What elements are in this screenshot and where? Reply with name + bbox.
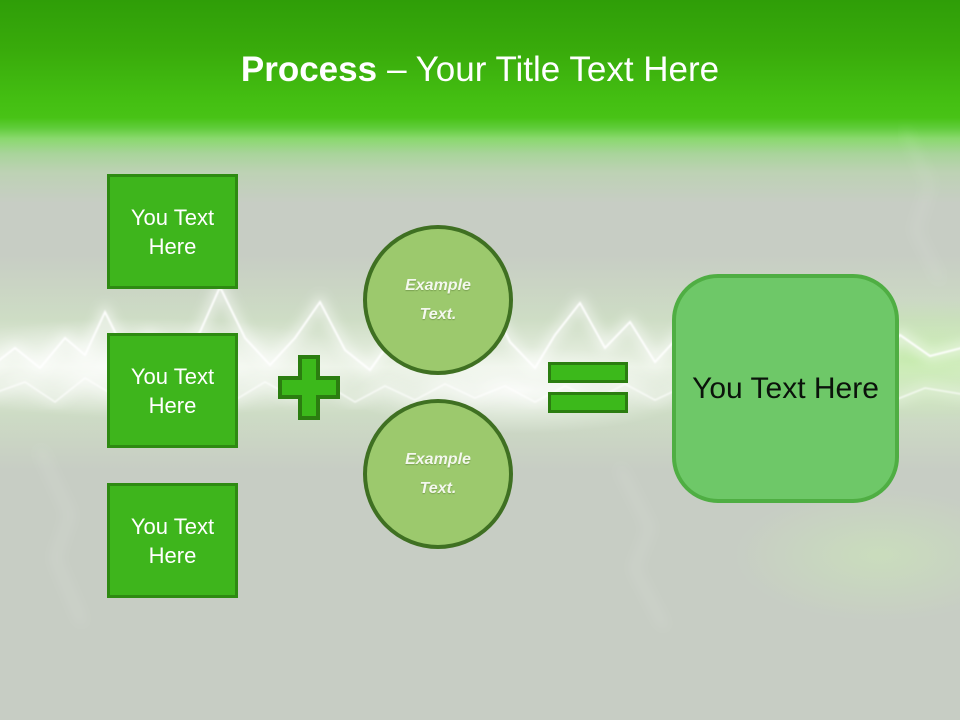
slide-title: Process– Your Title Text Here — [0, 48, 960, 92]
example-circle-1: Example Text. — [363, 225, 513, 375]
equals-sign-bottom-bar-icon — [548, 392, 628, 413]
example-circle-1-line1: Example — [405, 277, 471, 294]
process-box-1: You Text Here — [107, 174, 238, 289]
plus-sign-icon — [278, 355, 340, 420]
example-circle-2-line1: Example — [405, 451, 471, 468]
result-box-label: You Text Here — [692, 371, 879, 405]
slide-title-keyword: Process — [240, 50, 378, 89]
process-box-3-label: You Text Here — [130, 513, 215, 568]
slide-title-subtitle: – Your Title Text Here — [387, 50, 720, 89]
process-box-1-label: You Text Here — [130, 204, 215, 259]
process-box-2-label: You Text Here — [130, 363, 215, 418]
result-box: You Text Here — [672, 274, 899, 503]
example-circle-2: Example Text. — [363, 399, 513, 549]
process-box-2: You Text Here — [107, 333, 238, 448]
equals-sign-top-bar-icon — [548, 362, 628, 383]
example-circle-2-line2: Text. — [419, 480, 457, 497]
process-box-3: You Text Here — [107, 483, 238, 598]
example-circle-1-line2: Text. — [419, 306, 457, 323]
